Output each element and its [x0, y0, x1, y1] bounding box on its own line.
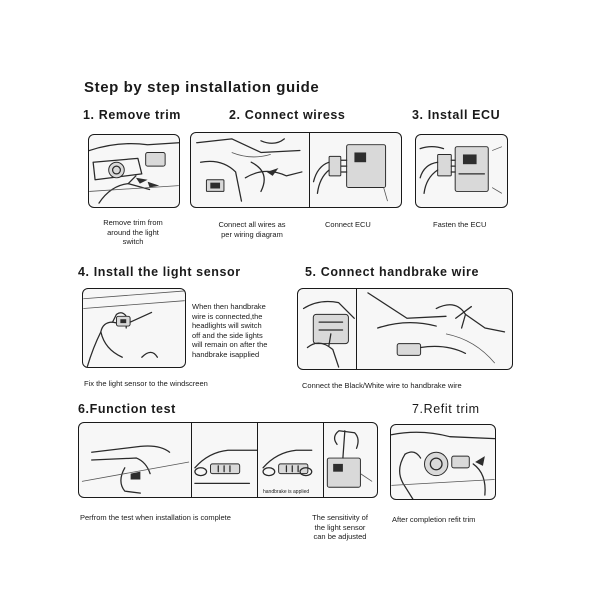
panel-divider [309, 133, 311, 207]
caption-line: can be adjusted [313, 532, 367, 541]
note-line: wire is connected,the [192, 311, 263, 321]
hand-illustration [391, 431, 495, 499]
panel-divider [191, 423, 193, 497]
step-6-caption-a: Perfrom the test when installation is co… [80, 513, 231, 522]
caption-line: the light sensor [314, 522, 366, 532]
step-6-image: handbrake is applied [78, 422, 378, 498]
page-title: Step by step installation guide [84, 79, 320, 96]
hand-sensor-illustration [83, 290, 185, 367]
step-2-caption-a: Connect all wires as per wiring diagram [200, 220, 304, 239]
panel-divider [257, 423, 259, 497]
step-1-image [88, 134, 180, 208]
wiring-illustration [196, 138, 388, 202]
note-line: handbrake isapplied [192, 349, 260, 359]
dashboard-illustration [89, 142, 179, 204]
step-4-caption: Fix the light sensor to the windscreen [84, 379, 208, 388]
step-4-note: When then handbrake wire is connected,th… [192, 302, 267, 359]
in-image-label: handbrake is applied [263, 489, 310, 495]
step-5-caption: Connect the Black/White wire to handbrak… [302, 381, 462, 390]
panel-divider [323, 423, 325, 497]
step-7-title: 7.Refit trim [412, 402, 480, 416]
caption-line: Remove trim from [103, 218, 163, 227]
handbrake-illustration [302, 292, 506, 368]
caption-line: Connect all wires as [218, 220, 286, 229]
step-5-title: 5. Connect handbrake wire [305, 265, 480, 279]
caption-line: around the light [107, 227, 159, 237]
step-6-caption-b: The sensitivity of the light sensor can … [302, 513, 378, 542]
step-4-image [82, 288, 186, 368]
caption-line: The sensitivity of [312, 513, 368, 522]
step-7-caption: After completion refit trim [392, 515, 476, 524]
step-5-image [297, 288, 513, 370]
note-line: off and the side lights [192, 330, 263, 340]
note-line: headlights will switch [192, 321, 262, 330]
step-3-title: 3. Install ECU [412, 108, 501, 122]
note-line: will remain on after the [192, 340, 268, 349]
car-front-illustration [81, 430, 373, 494]
note-line: When then handbrake [192, 302, 266, 311]
step-3-image [415, 134, 508, 208]
step-2-caption-b: Connect ECU [325, 220, 371, 229]
step-4-title: 4. Install the light sensor [78, 265, 241, 279]
step-3-caption: Fasten the ECU [433, 220, 487, 229]
caption-line: switch [122, 237, 144, 246]
ecu-box-illustration [419, 146, 503, 195]
step-7-image [390, 424, 496, 500]
step-2-image [190, 132, 402, 208]
step-1-title: 1. Remove trim [83, 108, 182, 122]
caption-line: per wiring diagram [221, 229, 283, 239]
step-6-title: 6.Function test [78, 402, 176, 416]
step-2-title: 2. Connect wiress [229, 108, 346, 122]
panel-divider [356, 289, 358, 369]
step-1-caption: Remove trim from around the light switch [91, 218, 175, 247]
